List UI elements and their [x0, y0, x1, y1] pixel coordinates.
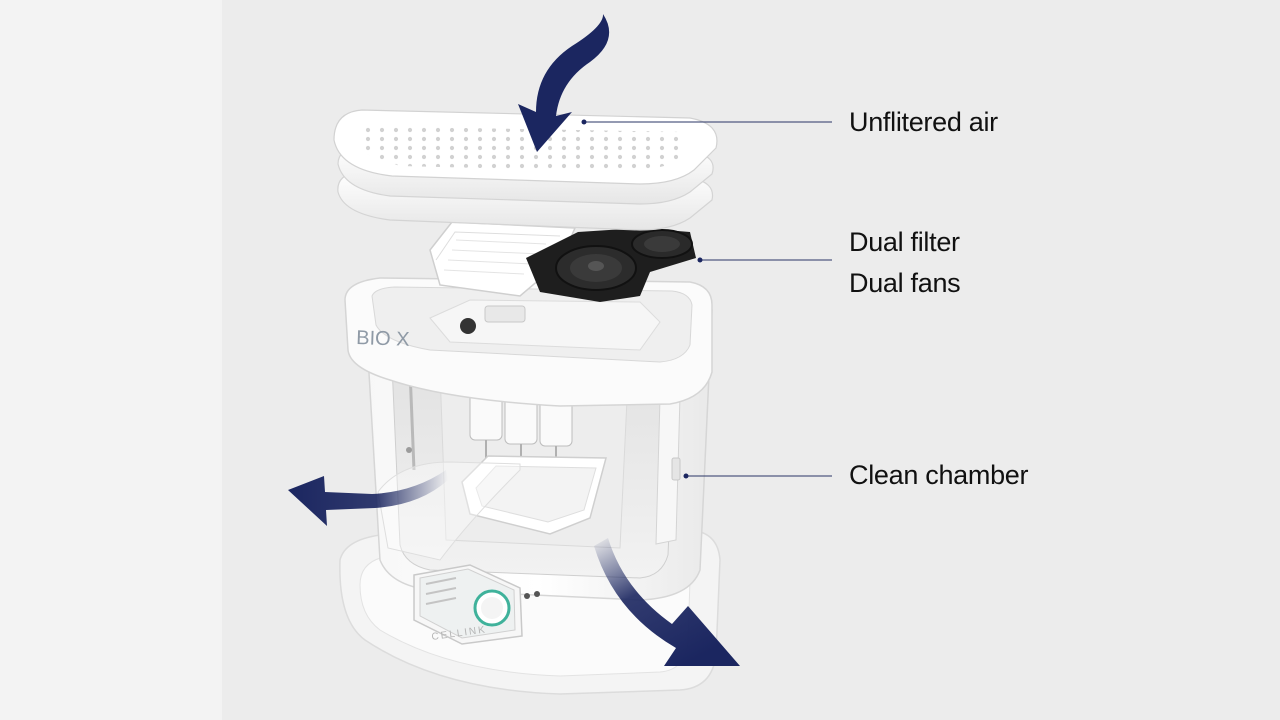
dual-fans: [526, 228, 696, 302]
callout-dual-fans: Dual fans: [849, 268, 961, 298]
leader-lines: [581, 119, 832, 479]
top-frame: [344, 277, 713, 407]
left-background-band: [0, 0, 222, 720]
leader-dot-dual-filter: [697, 257, 703, 263]
leader-dot-unfiltered-air: [581, 119, 587, 125]
touchscreen: [413, 564, 540, 645]
outflow-arrow-left: [288, 470, 448, 526]
model-label: BIO X: [356, 327, 410, 351]
incoming-air-arrow: [518, 14, 610, 152]
print-bed: [461, 455, 607, 535]
callout-clean-chamber: Clean chamber: [849, 460, 1029, 490]
leader-dot-clean-chamber: [683, 473, 689, 479]
callout-unfiltered-air: Unflitered air: [849, 107, 998, 137]
printheads: [469, 378, 573, 476]
outflow-arrow-right: [594, 538, 740, 666]
filter-plate-top: [333, 109, 718, 185]
callout-dual-filter: Dual filter: [849, 227, 960, 257]
